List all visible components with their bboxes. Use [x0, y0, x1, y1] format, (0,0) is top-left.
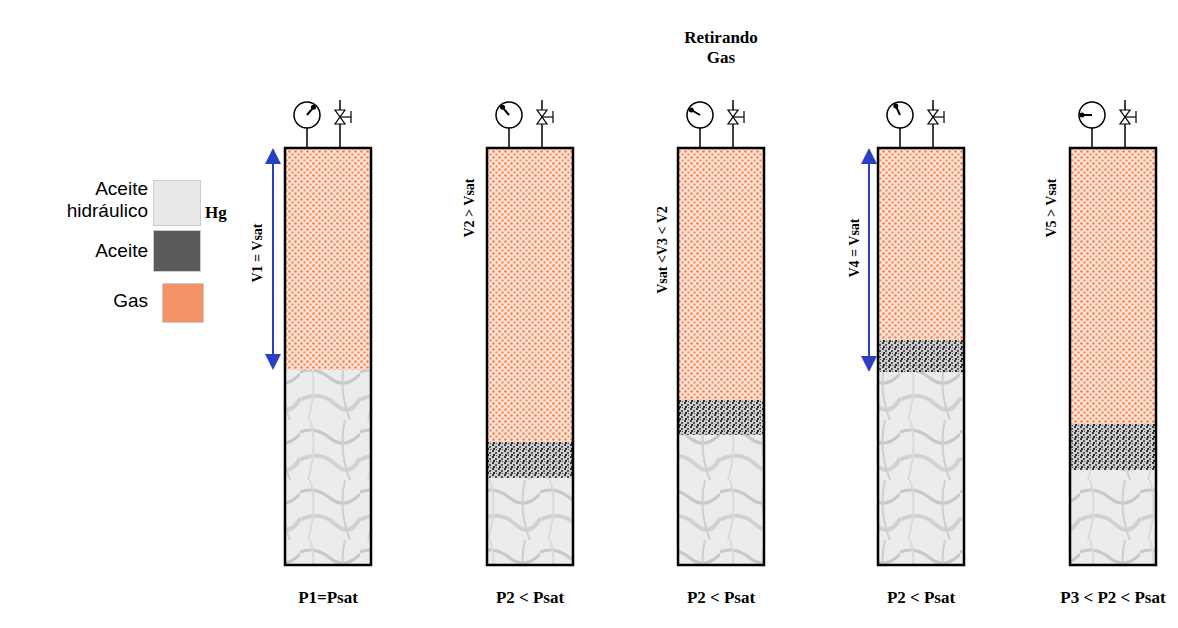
gauge-needle-tip: [311, 105, 316, 110]
legend-swatch: [153, 180, 201, 226]
oil-phase: [878, 340, 964, 372]
gas-phase: [878, 148, 964, 340]
valve-handle: [542, 116, 553, 117]
gas-phase: [285, 148, 371, 370]
valve-handle: [1125, 116, 1136, 117]
pressure-gauge: [496, 102, 522, 128]
valve-handle: [350, 111, 351, 123]
volume-label: V1 = Vsat: [250, 223, 266, 282]
gas-phase: [678, 148, 764, 400]
valve-handle: [743, 111, 744, 123]
pressure-gauge: [294, 102, 320, 128]
valve-handle: [1135, 111, 1136, 123]
valve-handle: [340, 116, 351, 117]
gauge-stem: [306, 128, 308, 148]
legend-swatch: [162, 283, 204, 323]
hydraulic-oil: [487, 478, 573, 565]
pvt-cell: [1070, 100, 1156, 565]
pressure-label: P2 < Psat: [496, 588, 564, 608]
pressure-label: P2 < Psat: [687, 588, 755, 608]
cell-wall: [285, 148, 371, 565]
legend-text: Aceite hidráulico: [58, 178, 148, 222]
mercury-label: Hg: [205, 203, 227, 223]
oil-phase: [678, 400, 764, 435]
oil-phase: [487, 442, 573, 478]
legend-text: Aceite: [95, 240, 148, 262]
pvt-cell: [678, 100, 764, 565]
cell-wall: [678, 148, 764, 565]
hydraulic-oil: [285, 370, 371, 565]
pressure-gauge: [887, 102, 913, 128]
volume-label: Vsat <V3 < V2: [655, 206, 671, 294]
cell-wall: [1070, 148, 1156, 565]
diagram-title: Retirando Gas: [684, 28, 758, 67]
hydraulic-oil: [678, 435, 764, 565]
volume-label: V2 > Vsat: [462, 178, 478, 237]
valve-handle: [733, 116, 744, 117]
gauge-stem: [1091, 128, 1093, 148]
oil-phase: [1070, 424, 1156, 470]
gas-phase: [487, 148, 573, 442]
gauge-needle-tip: [1080, 113, 1085, 118]
gauge-needle-tip: [893, 103, 898, 108]
volume-label: V4 = Vsat: [847, 218, 863, 277]
gauge-stem: [508, 128, 510, 148]
volume-label: V5 > Vsat: [1044, 178, 1060, 237]
cell-wall: [878, 148, 964, 565]
gauge-stem: [699, 128, 701, 148]
pressure-label: P3 < P2 < Psat: [1060, 588, 1165, 608]
pvt-cell: [285, 100, 371, 565]
pvt-cell: [878, 100, 964, 565]
gas-phase: [1070, 148, 1156, 424]
gauge-stem: [899, 128, 901, 148]
cell-wall: [487, 148, 573, 565]
pressure-label: P1=Psat: [298, 588, 358, 608]
legend-swatch: [153, 230, 201, 272]
pressure-gauge: [1079, 102, 1105, 128]
gauge-needle-tip: [500, 105, 505, 110]
valve-handle: [943, 111, 944, 123]
valve-handle: [933, 116, 944, 117]
pressure-gauge: [687, 102, 713, 128]
pvt-cell: [487, 100, 573, 565]
hydraulic-oil: [1070, 470, 1156, 565]
gauge-needle-tip: [689, 108, 694, 113]
hydraulic-oil: [878, 372, 964, 565]
legend-text: Gas: [113, 290, 148, 312]
valve-handle: [552, 111, 553, 123]
pressure-label: P2 < Psat: [887, 588, 955, 608]
